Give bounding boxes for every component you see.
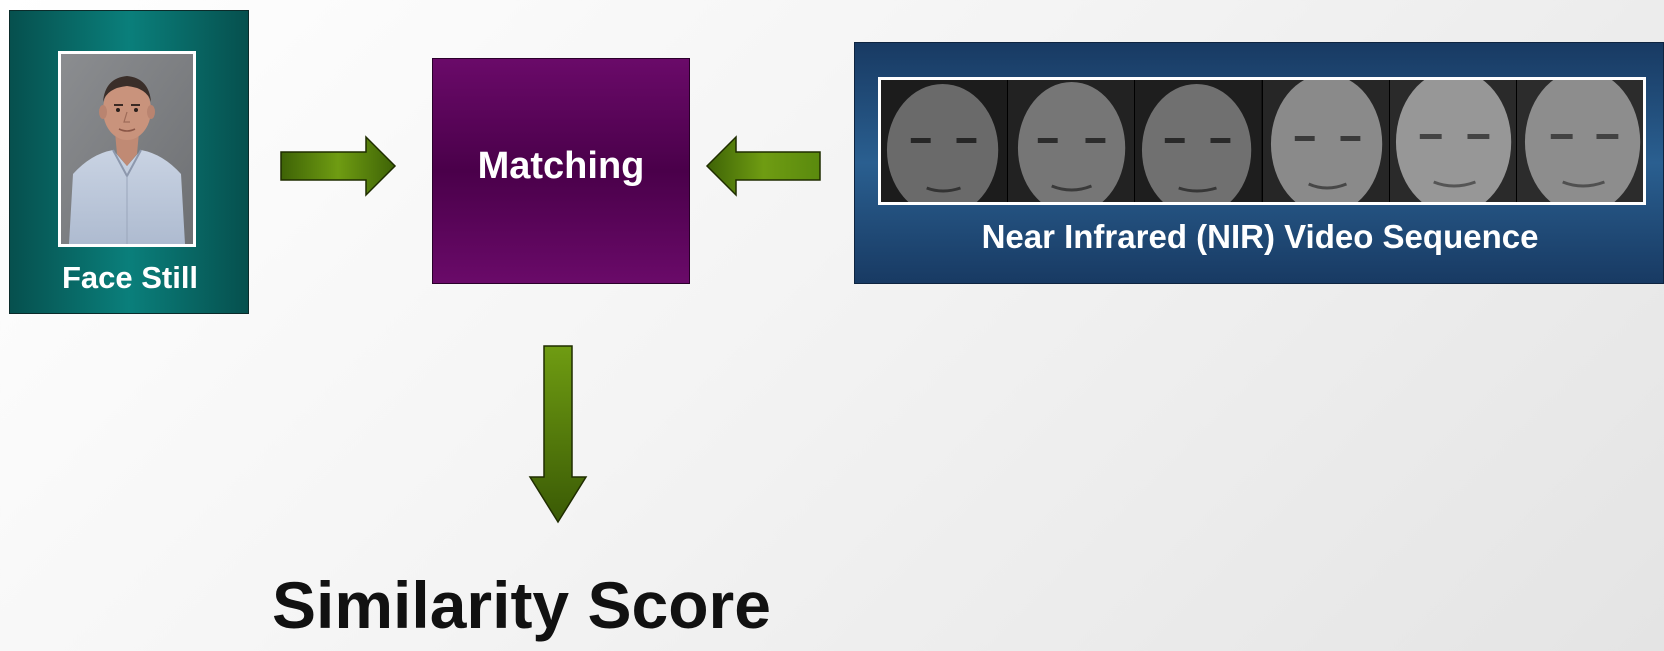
face-still-panel: Face Still [9,10,249,314]
nir-frame-strip [878,77,1646,205]
arrow-matching-to-score [528,345,588,524]
nir-video-label: Near Infrared (NIR) Video Sequence [981,218,1539,255]
nir-face-icon [1389,80,1516,202]
arrow-nir-to-matching [705,135,821,197]
nir-face-icon [1008,80,1135,202]
nir-face-icon [1262,80,1389,202]
nir-frame [1389,80,1517,202]
nir-frame [1262,80,1390,202]
similarity-score-label: Similarity Score [272,568,771,642]
nir-face-icon [1135,80,1262,202]
nir-frame [1135,80,1263,202]
arrow-face-to-matching [280,135,397,197]
nir-video-panel: Near Infrared (NIR) Video Sequence [854,42,1664,284]
nir-frame [881,80,1009,202]
face-photo [58,51,196,247]
matching-label: Matching [477,144,645,187]
nir-frame [1516,80,1643,202]
nir-face-icon [881,80,1008,202]
matching-box: Matching [432,58,690,284]
nir-face-icon [1516,80,1643,202]
nir-frame [1008,80,1136,202]
person-photo-icon [61,54,193,244]
face-still-label: Face Still [61,260,199,295]
